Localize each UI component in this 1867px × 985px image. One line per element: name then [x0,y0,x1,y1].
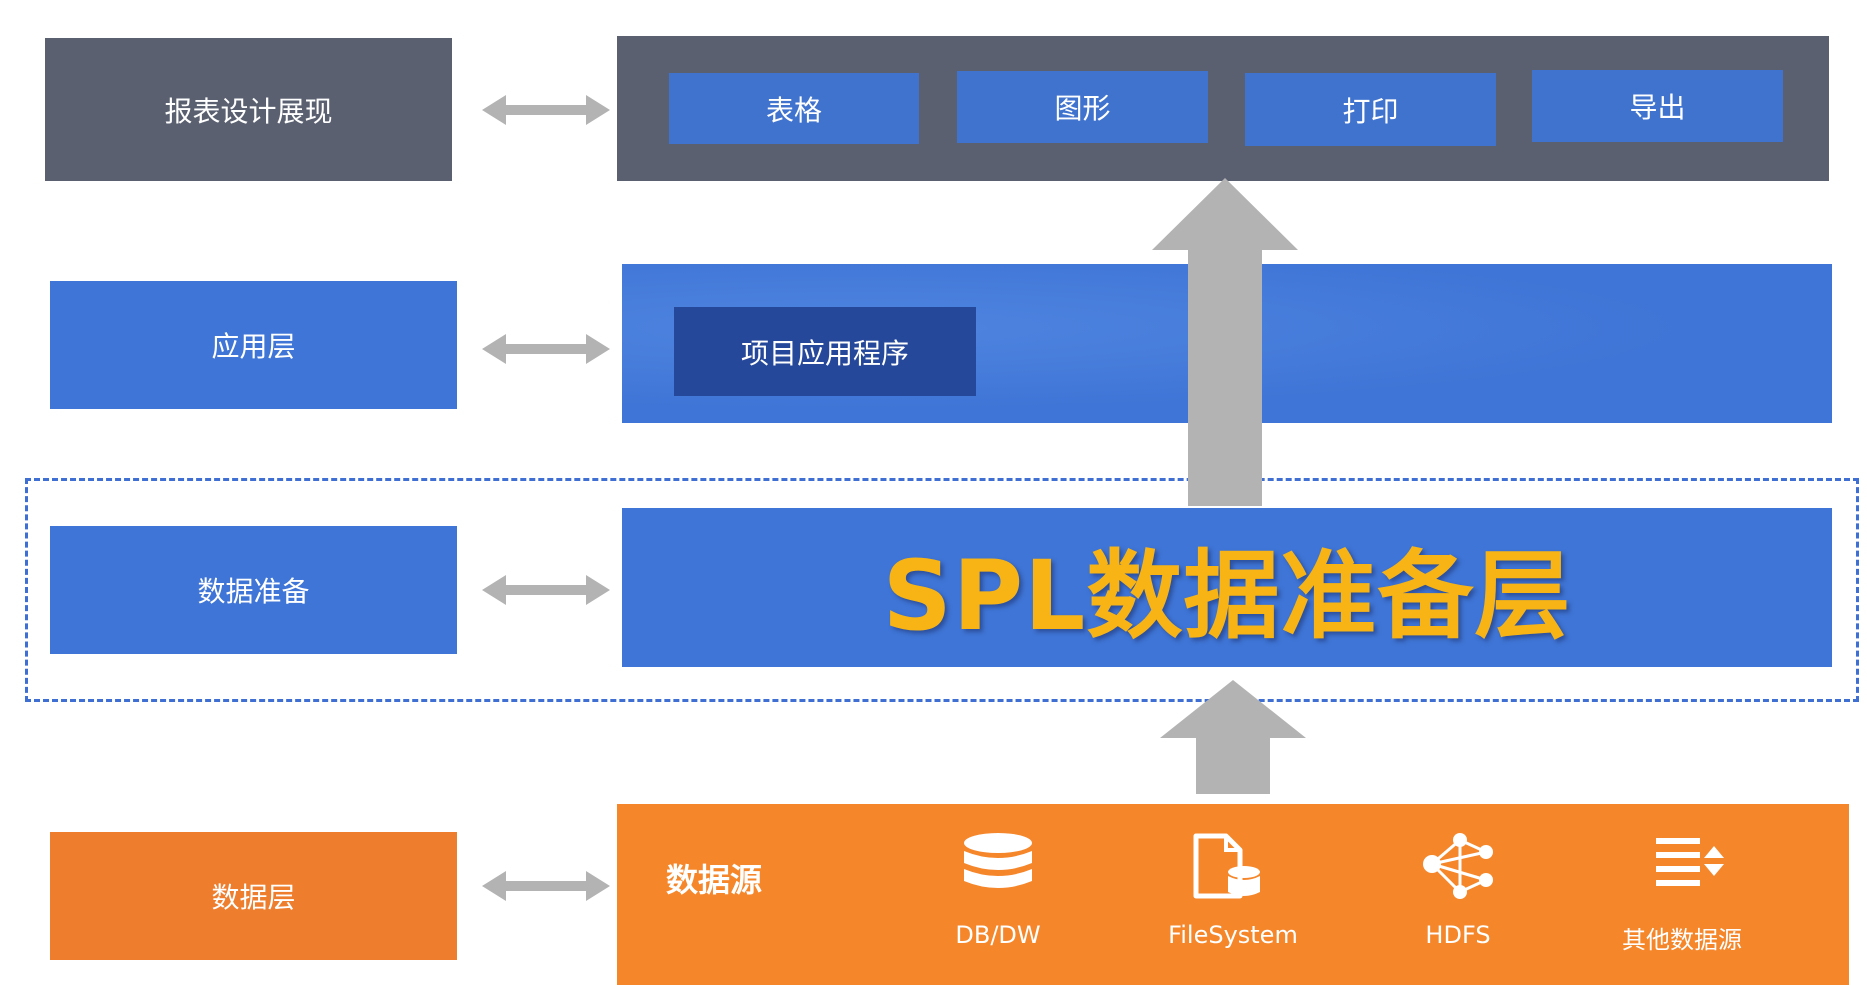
report-item-export: 导出 [1532,70,1783,142]
double-arrow-app [482,334,610,364]
app-layer-label: 应用层 [50,281,457,409]
report-item-print-label: 打印 [1342,94,1399,128]
list-sort-icon [1656,838,1724,886]
source-label-other: 其他数据源 [1622,925,1742,954]
report-item-table: 表格 [669,73,919,144]
source-label-hdfs: HDFS [1425,921,1491,949]
data-layer-label-text: 数据层 [211,881,296,914]
data-layer-label: 数据层 [50,832,457,960]
double-arrow-prep [482,575,610,605]
report-item-chart-label: 图形 [1054,92,1111,125]
file-database-icon [1193,833,1260,899]
spl-layer-title: SPL数据准备层 [882,540,1572,652]
source-label-filesystem: FileSystem [1168,921,1298,949]
app-item-project-label: 项目应用程序 [740,336,909,370]
data-source-title: 数据源 [666,861,763,899]
network-nodes-icon [1423,833,1493,899]
app-item-project: 项目应用程序 [674,307,976,396]
double-arrow-data [482,871,610,901]
prep-layer-label: 数据准备 [50,526,457,654]
report-item-chart: 图形 [957,71,1208,143]
report-item-table-label: 表格 [765,93,822,127]
up-arrow-to-prep [1160,680,1306,794]
up-arrow-to-report [1152,178,1298,506]
app-layer-label-text: 应用层 [211,330,296,363]
database-icon [964,833,1032,888]
prep-panel: SPL数据准备层 [622,508,1832,667]
double-arrow-report [482,95,610,125]
report-item-print: 打印 [1245,73,1496,146]
source-label-dbdw: DB/DW [955,921,1041,949]
report-layer-label: 报表设计展现 [45,38,452,181]
prep-layer-label-text: 数据准备 [197,575,310,608]
prep-dashed-frame [25,478,1859,702]
report-item-export-label: 导出 [1629,91,1686,124]
report-layer-label-text: 报表设计展现 [164,94,333,128]
